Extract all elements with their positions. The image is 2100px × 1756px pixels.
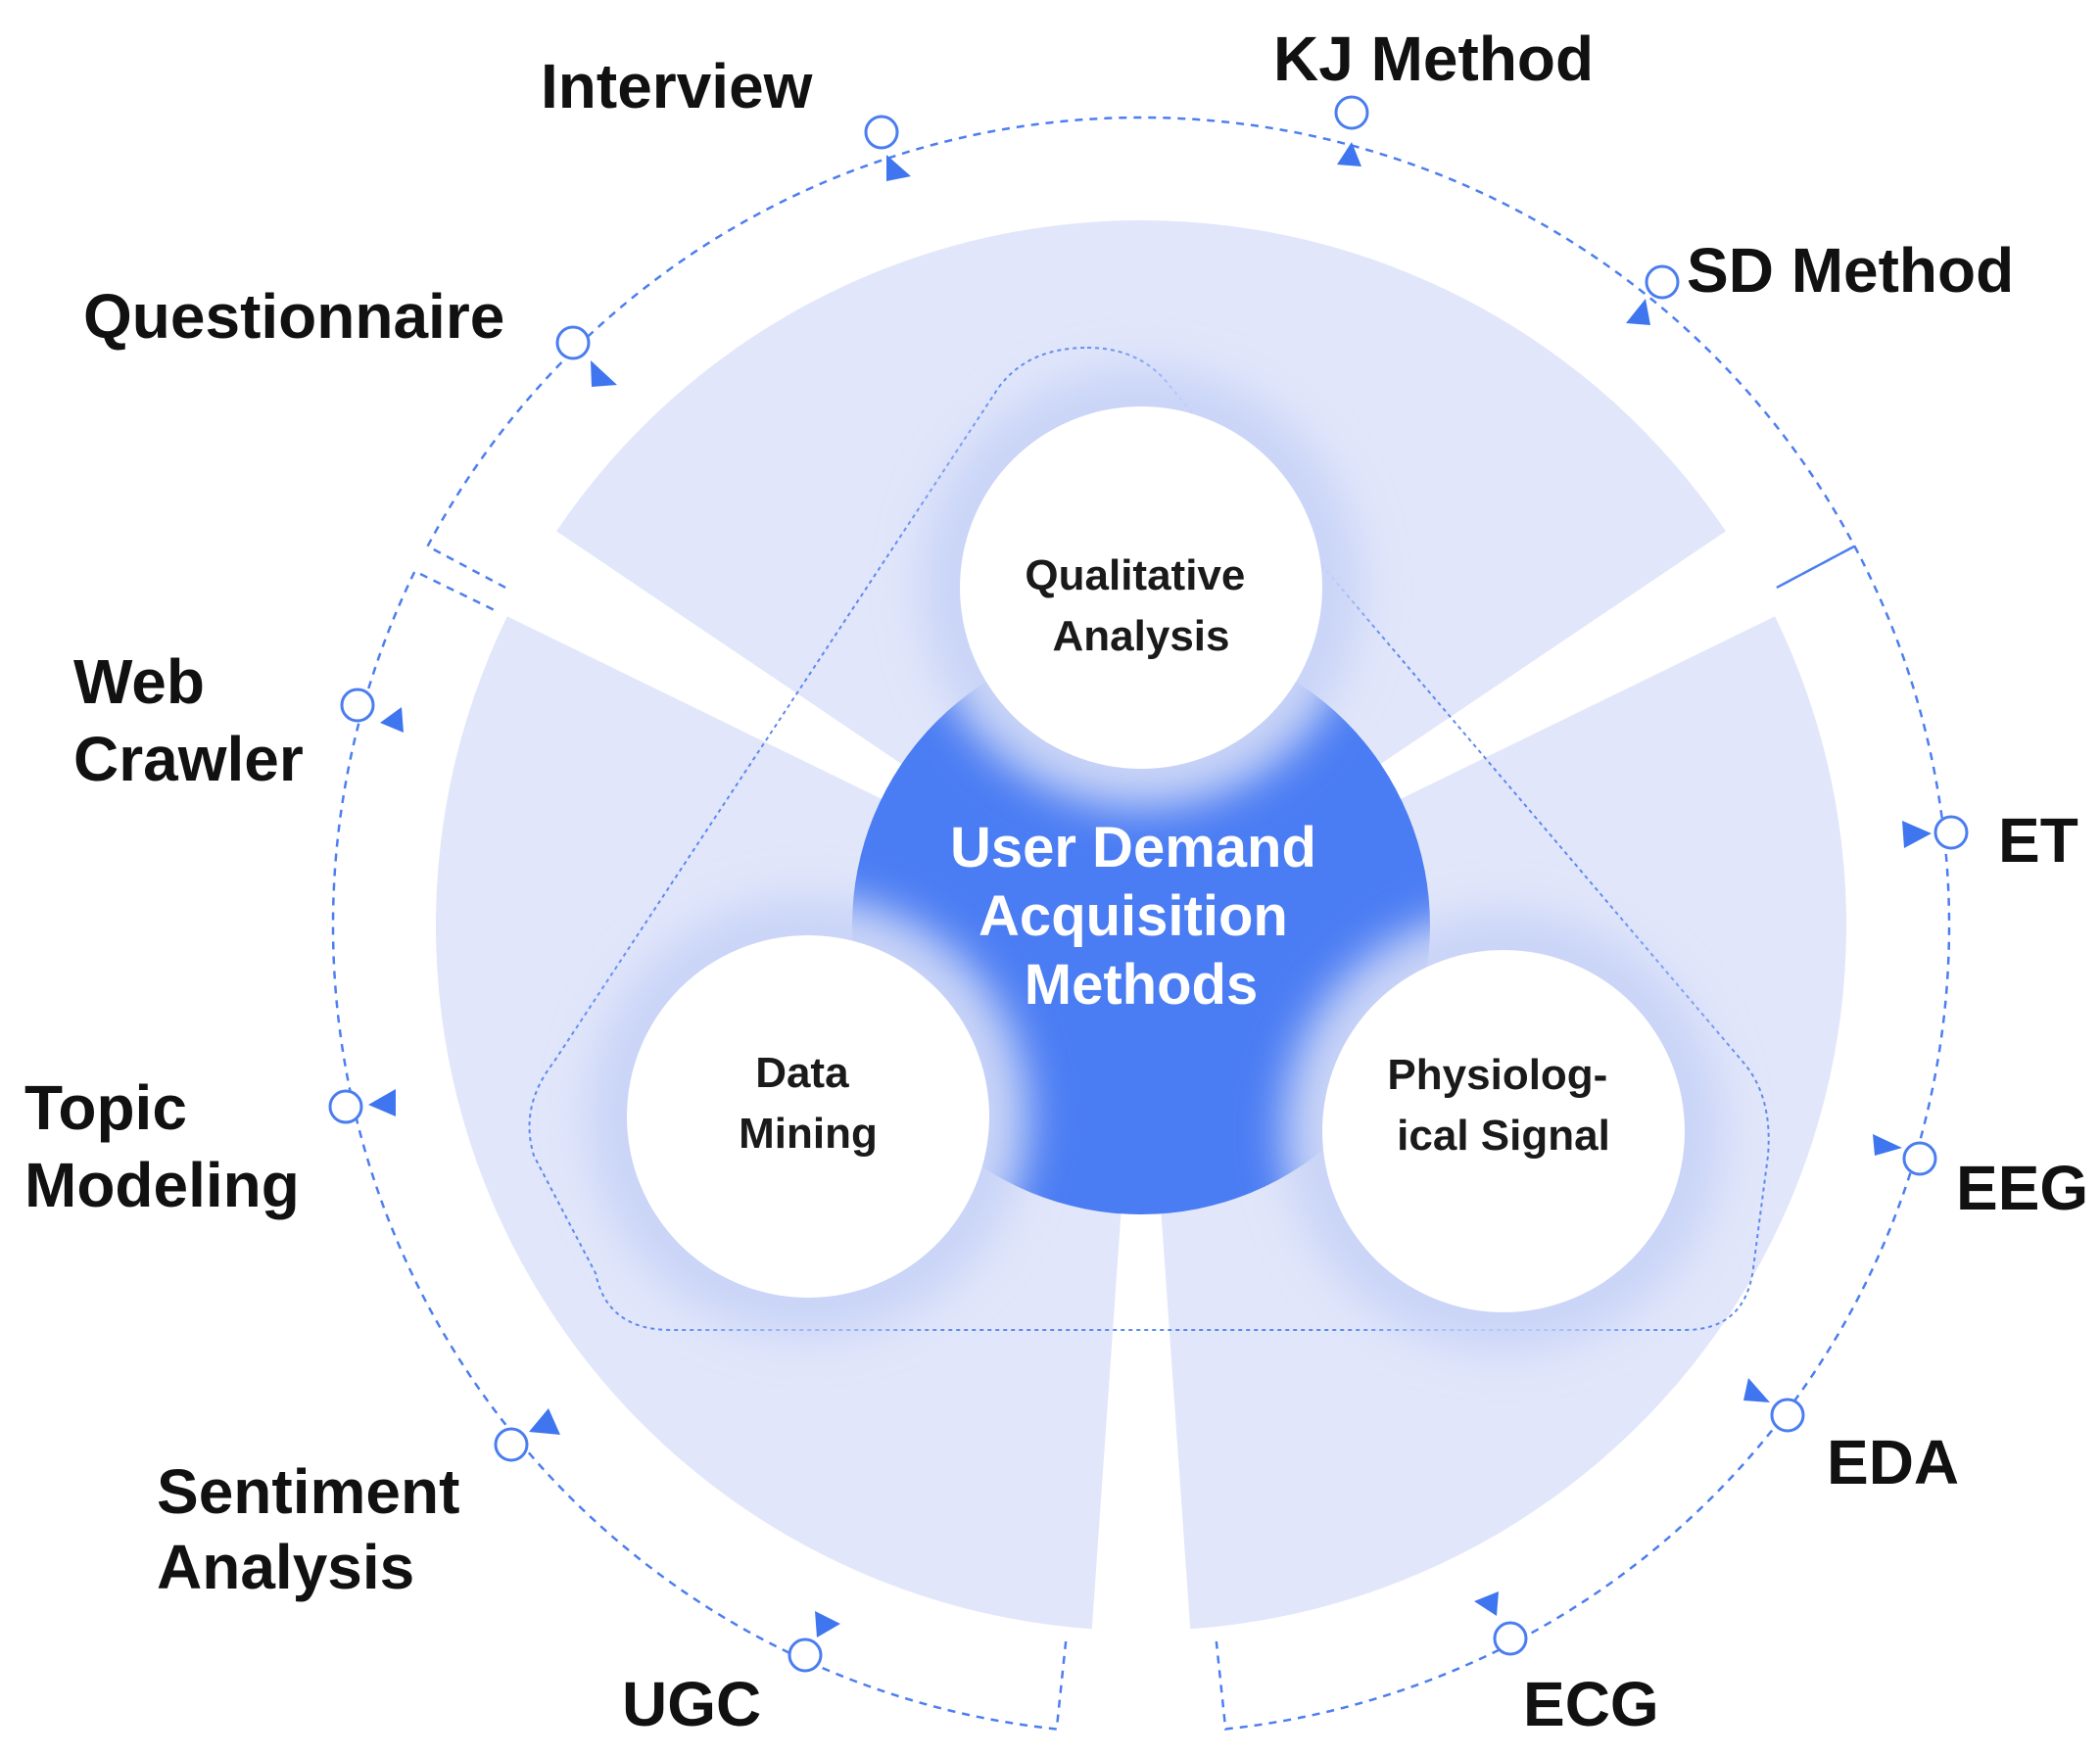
dashed-bracket-arcs [331,116,1951,1731]
method-sd-method: SD Method [1687,235,2014,306]
method-web-crawler-line: Web [73,646,205,717]
qualitative-label: Qualitative Analysis [1025,551,1257,660]
arrow-ecg [1474,1591,1499,1616]
node-topic-modeling [328,1089,363,1124]
qualitative-label-line: Analysis [1053,612,1230,660]
method-eda: EDA [1827,1427,1959,1497]
physiological-label: Physiolog- ical Signal [1387,1051,1619,1160]
arrow-sentiment-analysis [529,1408,560,1435]
qualitative-circle [960,406,1322,769]
data-mining-label-line: Mining [739,1110,878,1158]
arrow-kj-method [1337,142,1361,166]
inner-dashed-triangle [528,346,1770,1331]
node-sentiment-analysis [494,1427,529,1462]
arrow-eda [1743,1378,1770,1402]
node-eda [1770,1398,1805,1433]
arrow-interview [886,155,911,181]
node-eeg [1902,1141,1937,1176]
node-questionnaire [555,325,591,360]
method-web-crawler-line: Crawler [73,724,304,794]
arrow-sd-method [1626,299,1650,325]
data-mining-label-line: Data [755,1049,849,1097]
center-title-line: User Demand [950,816,1316,879]
center-title-line: Methods [1025,953,1258,1017]
method-topic-modeling-line: Topic [24,1072,187,1143]
data-mining-circle [627,935,989,1298]
node-ecg [1493,1621,1528,1656]
method-nodes: Questionnaire Interview KJ Method SD Met… [24,24,2088,1739]
qualitative-label-line: Qualitative [1025,551,1245,599]
method-sentiment-analysis: Sentiment Analysis [157,1456,477,1602]
bracket-qualitative [425,116,1857,590]
method-web-crawler: Web Crawler [73,646,304,794]
data-mining-label: Data Mining [739,1049,878,1158]
method-questionnaire: Questionnaire [83,281,504,352]
method-sentiment-analysis-line: Analysis [157,1532,414,1602]
node-et [1933,815,1969,850]
center-title-line: Acquisition [978,884,1288,948]
method-ecg: ECG [1523,1669,1659,1739]
method-sentiment-analysis-line: Sentiment [157,1456,459,1527]
arrow-eeg [1873,1134,1902,1156]
arrow-questionnaire [591,360,617,387]
arrow-et [1902,821,1932,848]
method-topic-modeling-line: Modeling [24,1150,300,1220]
physiological-label-line: Physiolog- [1387,1051,1607,1099]
node-kj-method [1334,95,1369,130]
node-interview [864,115,899,150]
method-eeg: EEG [1956,1153,2088,1223]
center-title: User Demand Acquisition Methods [950,816,1332,1017]
bracket-data-mining [331,569,1068,1731]
method-interview: Interview [541,51,813,121]
method-et: ET [1998,805,2078,876]
physiological-label-line: ical Signal [1397,1112,1610,1160]
method-kj-method: KJ Method [1273,24,1594,94]
node-sd-method [1645,264,1680,300]
arrow-ugc [815,1611,840,1637]
physiological-circle [1322,950,1685,1312]
method-ugc: UGC [622,1669,761,1739]
arrow-web-crawler [380,707,404,733]
node-ugc [788,1637,823,1673]
arrow-topic-modeling [368,1089,396,1116]
node-web-crawler [340,688,375,723]
method-topic-modeling: Topic Modeling [24,1072,300,1220]
